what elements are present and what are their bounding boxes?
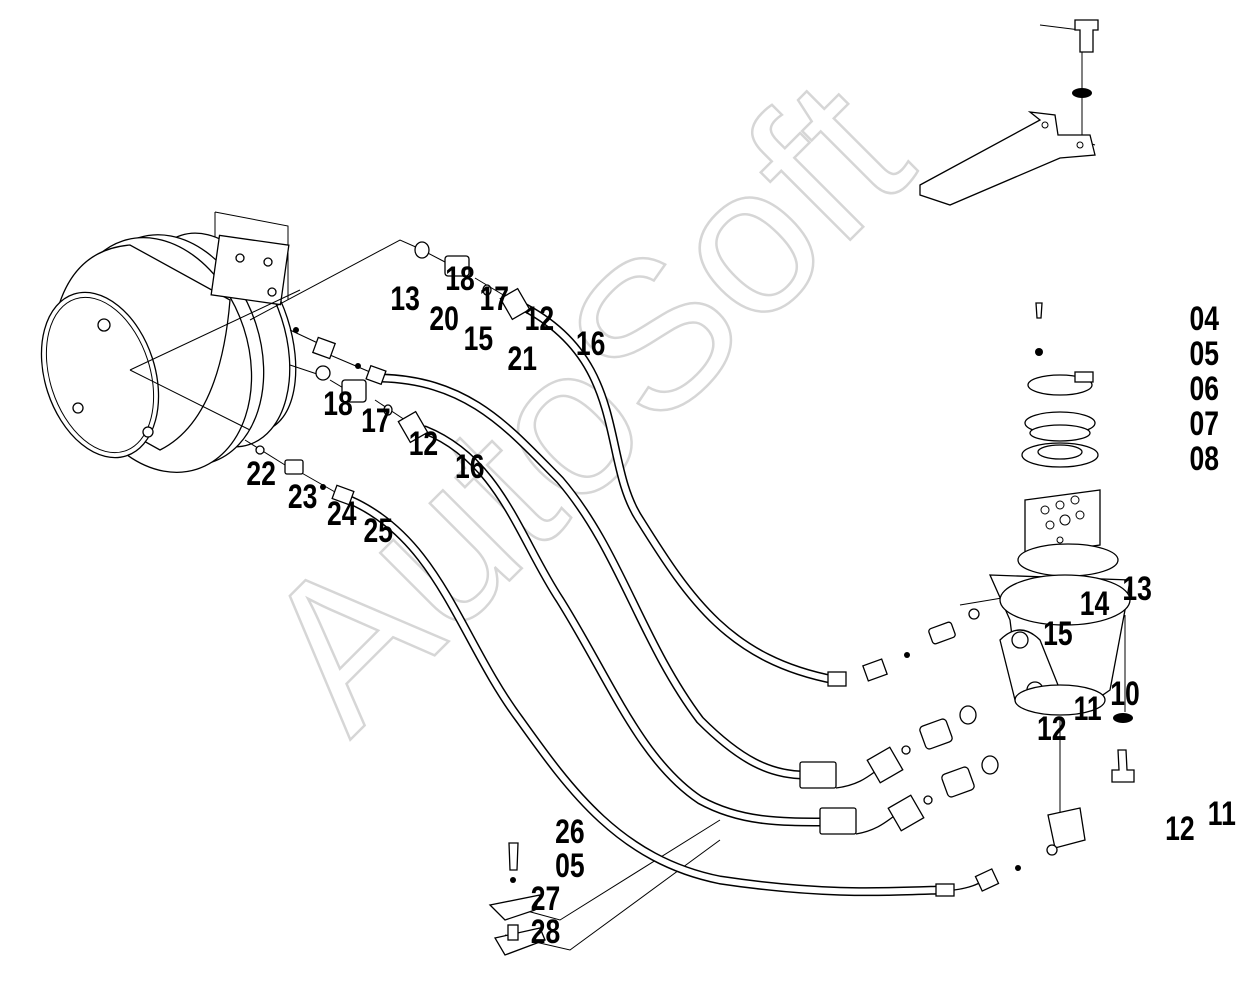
seal-stack bbox=[1021, 302, 1099, 468]
part-label-05: 05 bbox=[1190, 335, 1220, 373]
part-label-16: 16 bbox=[455, 448, 485, 486]
part-labels: 01 02 03 04 05 06 07 08 02 09 10 10 11 1… bbox=[246, 260, 1236, 951]
plate-assembly bbox=[919, 19, 1099, 206]
part-label-10: 10 bbox=[1110, 675, 1140, 713]
part-label-28: 28 bbox=[531, 913, 561, 951]
part-label-20: 20 bbox=[429, 300, 459, 338]
part-label-15: 15 bbox=[464, 320, 494, 358]
part-label-18: 18 bbox=[445, 260, 475, 298]
part-label-23: 23 bbox=[288, 478, 318, 516]
fittings bbox=[255, 241, 1021, 892]
hoses bbox=[345, 300, 986, 897]
swivel-joint bbox=[988, 489, 1131, 856]
part-label-11: 11 bbox=[1208, 795, 1236, 833]
part-label-08: 08 bbox=[1190, 440, 1220, 478]
part-label-17: 17 bbox=[361, 402, 391, 440]
part-label-27: 27 bbox=[531, 880, 561, 918]
part-label-05: 05 bbox=[555, 847, 585, 885]
travel-motor bbox=[40, 211, 301, 473]
bottom-right-fasteners bbox=[1111, 713, 1135, 783]
part-label-07: 07 bbox=[1190, 405, 1220, 443]
part-label-18: 18 bbox=[323, 385, 353, 423]
part-label-22: 22 bbox=[246, 455, 276, 493]
part-label-12: 12 bbox=[1037, 710, 1067, 748]
part-label-12: 12 bbox=[525, 300, 555, 338]
part-label-14: 14 bbox=[1080, 585, 1110, 623]
part-label-25: 25 bbox=[364, 512, 394, 550]
part-label-21: 21 bbox=[508, 340, 538, 378]
part-label-06: 06 bbox=[1190, 370, 1220, 408]
part-label-13: 13 bbox=[390, 280, 420, 318]
part-label-12: 12 bbox=[1165, 810, 1195, 848]
part-label-26: 26 bbox=[555, 813, 585, 851]
part-label-24: 24 bbox=[327, 495, 357, 533]
part-label-11: 11 bbox=[1074, 690, 1102, 728]
part-label-12: 12 bbox=[409, 425, 439, 463]
part-label-16: 16 bbox=[576, 325, 606, 363]
part-label-04: 04 bbox=[1190, 300, 1220, 338]
bracket-assembly bbox=[488, 842, 546, 956]
part-label-17: 17 bbox=[479, 280, 509, 318]
part-label-15: 15 bbox=[1043, 615, 1073, 653]
part-label-13: 13 bbox=[1122, 570, 1152, 608]
